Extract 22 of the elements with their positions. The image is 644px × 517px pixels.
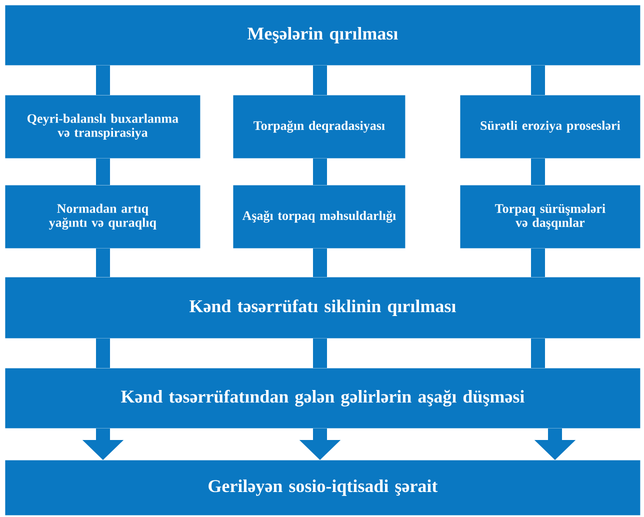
cause-box: Sürətli eroziya prosesləri <box>460 95 640 158</box>
connector-bar <box>96 338 110 368</box>
connector-bar <box>313 248 327 277</box>
connector-bar <box>531 338 545 368</box>
cause-box: Aşağı torpaq məhsuldarlığı <box>233 185 406 248</box>
title-bar: Meşələrin qırılması <box>5 5 640 66</box>
result-bar: Geriləyən sosio-iqtisadi şərait <box>5 460 640 516</box>
connector-bar <box>96 65 110 95</box>
connector-bar <box>531 248 545 277</box>
cause-box: Qeyri-balanslı buxarlanma və transpirasiya <box>5 95 200 158</box>
connector-bar <box>313 158 327 185</box>
effect-bar: Kənd təsərrüfatından gələn gəlirlərin aşağı düşməsi <box>5 368 640 428</box>
connector-bar <box>531 158 545 185</box>
connector-bar <box>96 158 110 185</box>
cause-box: Torpağın deqradasiyası <box>233 95 406 158</box>
cause-box: Normadan artıq yağıntı və quraqlıq <box>5 185 200 248</box>
connector-bar <box>313 338 327 368</box>
connector-bar <box>96 248 110 277</box>
cause-box: Torpaq sürüşmələri və daşqınlar <box>460 185 640 248</box>
connector-bar <box>313 65 327 95</box>
effect-bar: Kənd təsərrüfatı siklinin qırılması <box>5 277 640 338</box>
connector-bar <box>531 65 545 95</box>
